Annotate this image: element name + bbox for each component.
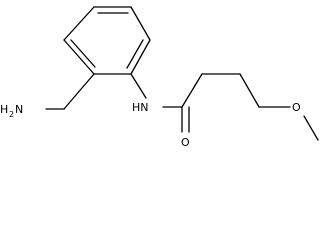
ring-n-bond bbox=[130, 73, 147, 99]
chain-bond bbox=[239, 73, 260, 108]
ring-double-bond bbox=[126, 39, 144, 69]
ring-bond bbox=[130, 6, 151, 41]
ring-double-bond bbox=[70, 39, 96, 68]
amine-label-subscript: 2 bbox=[9, 110, 14, 119]
molecule-structure: H 2 N HN O O bbox=[0, 6, 319, 149]
ch2-bond bbox=[63, 73, 95, 110]
amine-label-n: N bbox=[15, 103, 23, 116]
ring-bond bbox=[63, 39, 95, 75]
ether-oxygen-label: O bbox=[292, 101, 301, 114]
benzene-ring bbox=[63, 6, 151, 75]
methyl-bond bbox=[303, 115, 319, 141]
ring-bond bbox=[130, 39, 151, 75]
ring-bond bbox=[63, 6, 95, 41]
carbonyl-oxygen-label: O bbox=[181, 136, 190, 149]
chain-bond bbox=[181, 73, 203, 108]
amine-label-h: H bbox=[0, 103, 8, 116]
amide-nh-label: HN bbox=[132, 101, 149, 114]
